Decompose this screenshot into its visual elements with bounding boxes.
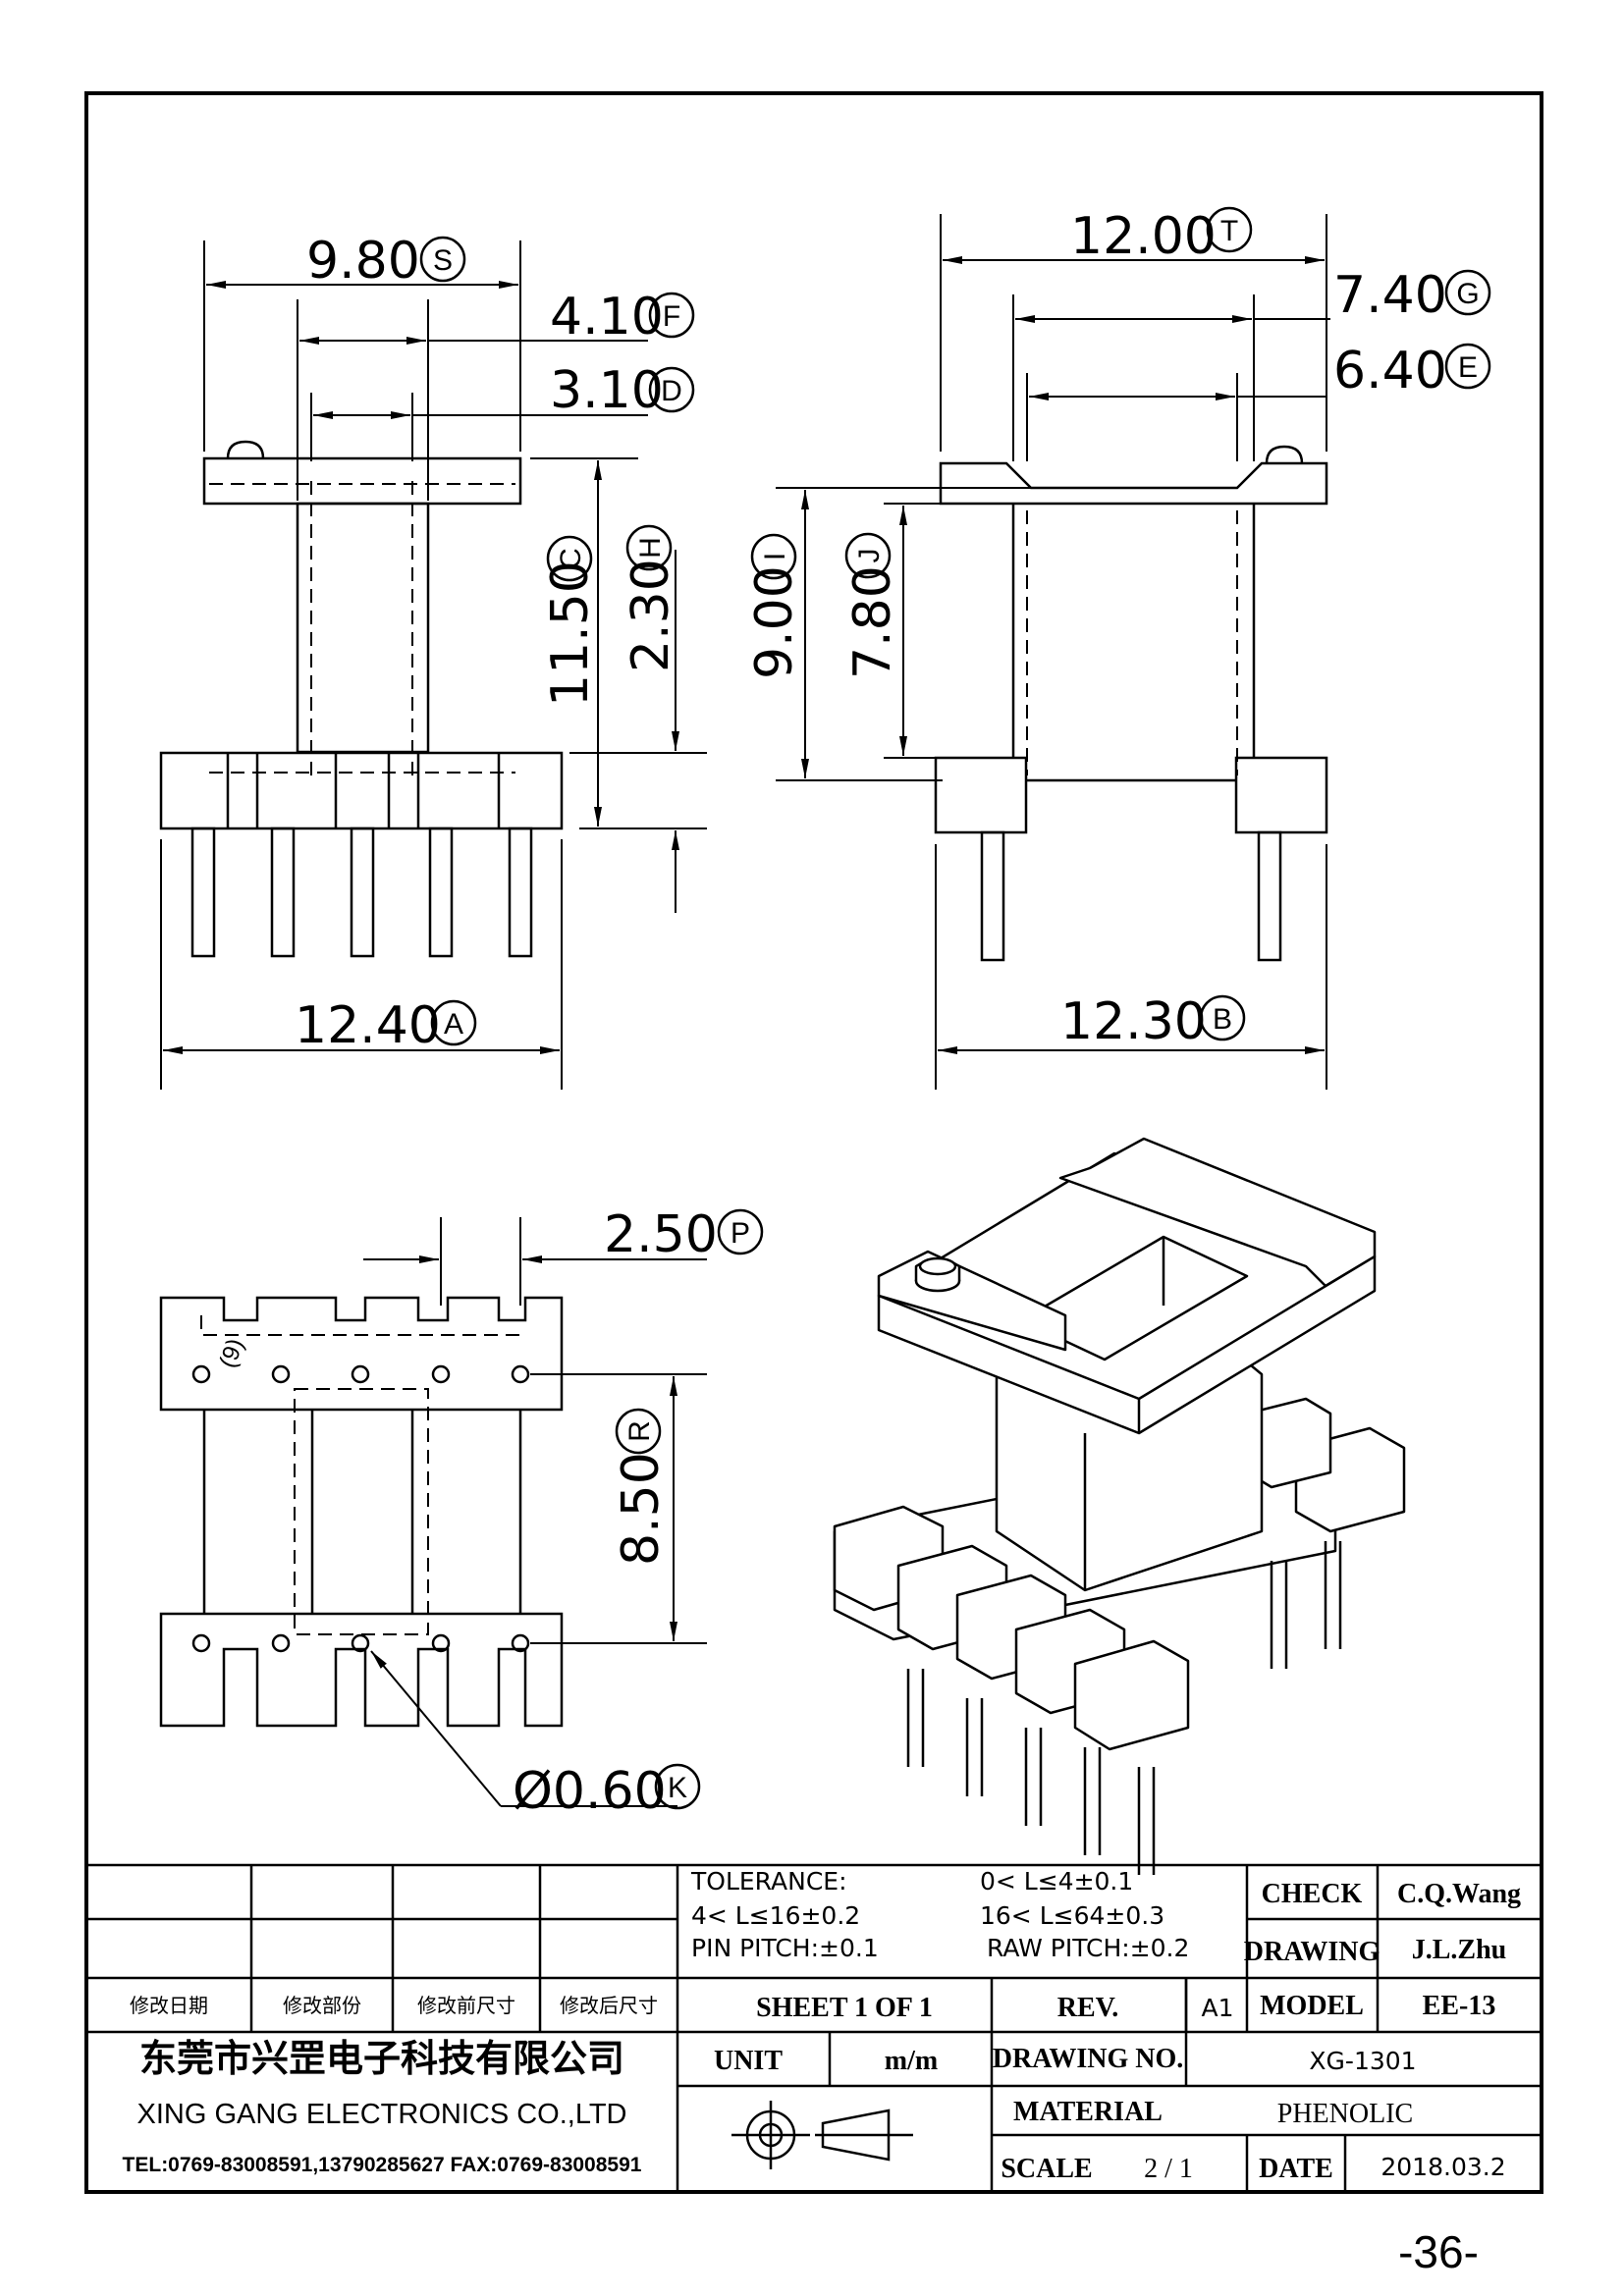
bottom-view — [159, 1296, 564, 1728]
dim-i-badge: I — [750, 533, 797, 580]
dim-e-letter: E — [1458, 351, 1478, 384]
dim-d-badge: D — [648, 366, 695, 413]
dim-d-letter: D — [661, 375, 682, 407]
tolerance-line3-right: RAW PITCH:±0.2 — [987, 1934, 1189, 1962]
drawing-value: J.L.Zhu — [1412, 1935, 1507, 1965]
dim-p-badge: P — [717, 1208, 764, 1255]
material-value: PHENOLIC — [1277, 2099, 1413, 2129]
dim-b-badge: B — [1199, 994, 1246, 1041]
dim-t-value: 12.00 — [1070, 207, 1217, 266]
date-label: DATE — [1259, 2154, 1333, 2184]
dim-t-letter: T — [1220, 215, 1238, 247]
isometric-view — [833, 1137, 1406, 1875]
pin-marker: (9) — [214, 1335, 248, 1371]
company-contact: TEL:0769-83008591,13790285627 FAX:0769-8… — [123, 2154, 642, 2176]
dim-j-badge: J — [844, 532, 892, 579]
dim-h-letter: H — [634, 537, 667, 559]
dim-i-letter: I — [759, 553, 791, 561]
dim-c-badge: C — [546, 535, 593, 582]
dim-d-value: 3.10 — [550, 361, 664, 420]
dim-r-value: 8.50 — [612, 1452, 671, 1566]
dim-r-badge: R — [615, 1408, 662, 1455]
dim-k-value: Ø0.60 — [513, 1762, 667, 1821]
dim-t-badge: T — [1206, 206, 1253, 253]
front-view — [159, 440, 564, 958]
dim-p-value: 2.50 — [604, 1205, 718, 1264]
material-label: MATERIAL — [1013, 2097, 1163, 2127]
scale-label: SCALE — [1001, 2154, 1092, 2184]
drawing-label: DRAWING — [1244, 1937, 1380, 1967]
dim-b-letter: B — [1213, 1003, 1232, 1036]
unit-label: UNIT — [714, 2046, 783, 2076]
rev-header-before: 修改前尺寸 — [417, 1994, 515, 2017]
tolerance-line3-left: PIN PITCH:±0.1 — [691, 1934, 879, 1962]
dim-k-badge: K — [654, 1763, 701, 1810]
dim-a-letter: A — [444, 1008, 463, 1041]
model-value: EE-13 — [1423, 1991, 1496, 2021]
dim-s-letter: S — [433, 244, 453, 277]
tolerance-label: TOLERANCE: — [690, 1867, 847, 1896]
dim-g-badge: G — [1444, 269, 1491, 316]
company-name-cn: 东莞市兴罡电子科技有限公司 — [139, 2039, 624, 2080]
dimension-labels: 9.80 S 4.10 F 3.10 D 11.50 C 2.30 H 12.4… — [295, 206, 1491, 1821]
rev-value: A1 — [1201, 1994, 1233, 2022]
unit-value: m/m — [885, 2046, 938, 2076]
tolerance-line1: 0< L≤4±0.1 — [980, 1867, 1133, 1896]
dim-f-badge: F — [648, 292, 695, 339]
drawing-frame — [84, 91, 1543, 2194]
dim-e-badge: E — [1444, 343, 1491, 390]
scale-value: 2 / 1 — [1144, 2154, 1193, 2184]
dim-s-value: 9.80 — [306, 232, 420, 291]
dim-b-value: 12.30 — [1060, 992, 1207, 1051]
dim-c-value: 11.50 — [541, 561, 600, 707]
drawing-no-label: DRAWING NO. — [993, 2044, 1183, 2074]
dim-c-letter: C — [555, 548, 587, 569]
dim-j-letter: J — [853, 549, 886, 563]
model-label: MODEL — [1260, 1991, 1364, 2021]
drawing-no-value: XG-1301 — [1309, 2047, 1416, 2075]
tolerance-line2-left: 4< L≤16±0.2 — [691, 1901, 860, 1930]
dim-g-letter: G — [1456, 278, 1479, 310]
check-label: CHECK — [1262, 1879, 1363, 1909]
page-number: -36- — [1398, 2226, 1479, 2277]
side-view-dims — [776, 214, 1330, 1090]
dim-g-value: 7.40 — [1333, 266, 1447, 325]
dim-f-letter: F — [663, 300, 680, 333]
dim-h-badge: H — [625, 524, 673, 571]
dim-s-badge: S — [419, 236, 466, 283]
dim-k-letter: K — [668, 1772, 687, 1804]
dim-r-letter: R — [623, 1420, 656, 1442]
dim-a-badge: A — [430, 999, 477, 1046]
dim-j-value: 7.80 — [843, 565, 902, 679]
title-block — [86, 1863, 1542, 2192]
rev-label: REV. — [1057, 1993, 1119, 2023]
dim-i-value: 9.00 — [745, 565, 804, 679]
side-view — [934, 445, 1328, 962]
title-block-text: 修改日期 修改部份 修改前尺寸 修改后尺寸 TOLERANCE: 0< L≤4±… — [123, 1867, 1521, 2184]
dim-a-value: 12.40 — [295, 996, 441, 1055]
dim-f-value: 4.10 — [550, 288, 664, 347]
front-view-dims — [160, 240, 707, 1090]
dim-e-value: 6.40 — [1333, 342, 1447, 400]
rev-header-part: 修改部份 — [283, 1994, 361, 2017]
check-value: C.Q.Wang — [1397, 1879, 1521, 1909]
tolerance-line2-right: 16< L≤64±0.3 — [980, 1901, 1164, 1930]
dim-h-value: 2.30 — [622, 559, 680, 672]
dim-p-letter: P — [731, 1217, 750, 1250]
sheet-text: SHEET 1 OF 1 — [756, 1993, 933, 2023]
company-name-en: XING GANG ELECTRONICS CO.,LTD — [137, 2099, 627, 2130]
rev-header-after: 修改后尺寸 — [560, 1994, 658, 2017]
bottom-view-dims — [363, 1217, 707, 1807]
date-value: 2018.03.2 — [1380, 2153, 1505, 2181]
rev-header-date: 修改日期 — [130, 1994, 208, 2017]
